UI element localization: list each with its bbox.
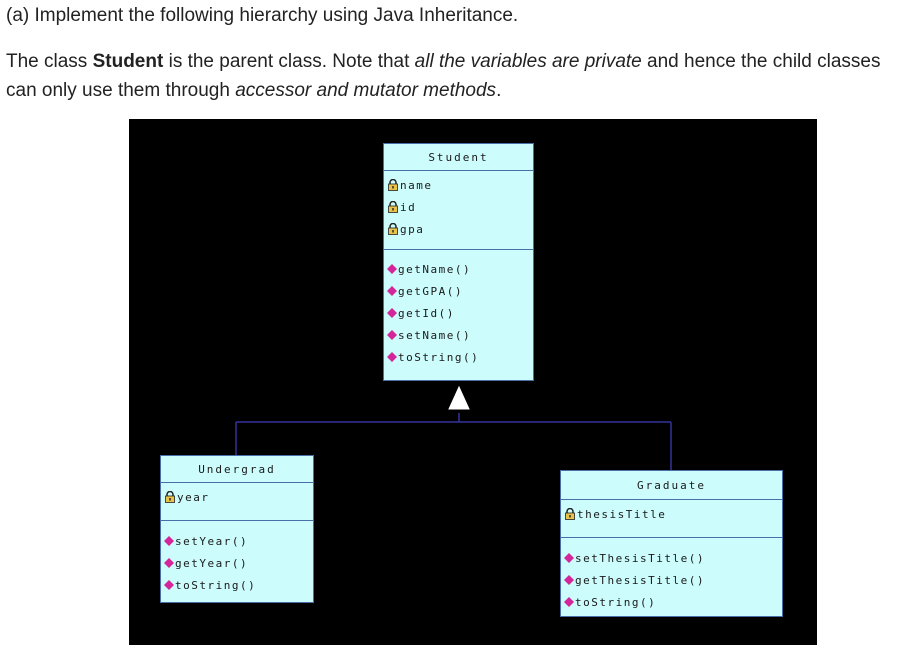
method-label: toString() (575, 596, 657, 609)
method-icon (387, 304, 397, 318)
method-label: toString() (175, 579, 257, 592)
attribute-row: name (384, 175, 533, 197)
inheritance-connectors (235, 385, 672, 470)
method-icon (164, 554, 174, 568)
method-row: toString() (384, 347, 533, 369)
method-row: setYear() (161, 531, 313, 553)
method-row: toString() (561, 592, 782, 614)
method-icon (564, 549, 574, 563)
class-name: Graduate (561, 471, 782, 500)
question-heading: (a) Implement the following hierarchy us… (6, 5, 519, 26)
method-row: getGPA() (384, 281, 533, 303)
method-label: getThesisTitle() (575, 574, 705, 587)
method-row: getThesisTitle() (561, 570, 782, 592)
method-icon (164, 576, 174, 590)
method-row: getName() (384, 259, 533, 281)
lock-icon (387, 221, 399, 235)
method-row: setThesisTitle() (561, 548, 782, 570)
attributes-section: thesisTitle (561, 500, 782, 538)
method-icon (564, 571, 574, 585)
class-student: Student name id gpa getName() getGPA() g… (383, 143, 534, 381)
attribute-label: year (177, 491, 210, 504)
paragraph-italic-methods: accessor and mutator methods (235, 80, 497, 101)
method-icon (387, 326, 397, 340)
method-icon (387, 282, 397, 296)
paragraph-text-mid1: is the parent class. Note that (163, 51, 415, 72)
method-label: setName() (398, 329, 472, 342)
class-name: Undergrad (161, 456, 313, 483)
method-label: getYear() (175, 557, 249, 570)
attribute-label: thesisTitle (577, 508, 667, 521)
method-label: getId() (398, 307, 455, 320)
method-icon (387, 260, 397, 274)
attributes-section: name id gpa (384, 171, 533, 250)
uml-diagram-canvas: Student name id gpa getName() getGPA() g… (129, 119, 817, 645)
method-label: setYear() (175, 535, 249, 548)
attribute-label: gpa (400, 223, 425, 236)
method-row: toString() (161, 575, 313, 597)
class-undergrad: Undergrad year setYear() getYear() toStr… (160, 455, 314, 603)
attribute-label: name (400, 179, 433, 192)
method-label: getGPA() (398, 285, 463, 298)
attribute-label: id (400, 201, 417, 214)
method-label: toString() (398, 351, 480, 364)
attributes-section: year (161, 483, 313, 521)
lock-icon (387, 177, 399, 191)
lock-icon (387, 199, 399, 213)
method-icon (164, 532, 174, 546)
method-row: getYear() (161, 553, 313, 575)
method-icon (564, 593, 574, 607)
inheritance-arrowhead-icon (448, 385, 470, 410)
method-label: setThesisTitle() (575, 552, 705, 565)
paragraph-bold-student: Student (92, 51, 164, 72)
class-name: Student (384, 144, 533, 171)
method-label: getName() (398, 263, 472, 276)
attribute-row: thesisTitle (561, 504, 782, 526)
paragraph-text-start: The class (6, 51, 93, 72)
question-paragraph: The class Student is the parent class. N… (6, 47, 906, 105)
method-row: getId() (384, 303, 533, 325)
attribute-row: gpa (384, 219, 533, 241)
attribute-row: id (384, 197, 533, 219)
paragraph-italic-private: all the variables are private (414, 51, 642, 72)
methods-section: getName() getGPA() getId() setName() toS… (384, 250, 533, 369)
method-icon (387, 348, 397, 362)
paragraph-text-mid2: and hence the child classes can only use… (6, 51, 881, 101)
attribute-row: year (161, 487, 313, 509)
methods-section: setThesisTitle() getThesisTitle() toStri… (561, 538, 782, 614)
class-graduate: Graduate thesisTitle setThesisTitle() ge… (560, 470, 783, 617)
lock-icon (164, 489, 176, 503)
method-row: setName() (384, 325, 533, 347)
paragraph-text-end: . (496, 80, 502, 101)
lock-icon (564, 506, 576, 520)
methods-section: setYear() getYear() toString() (161, 521, 313, 597)
